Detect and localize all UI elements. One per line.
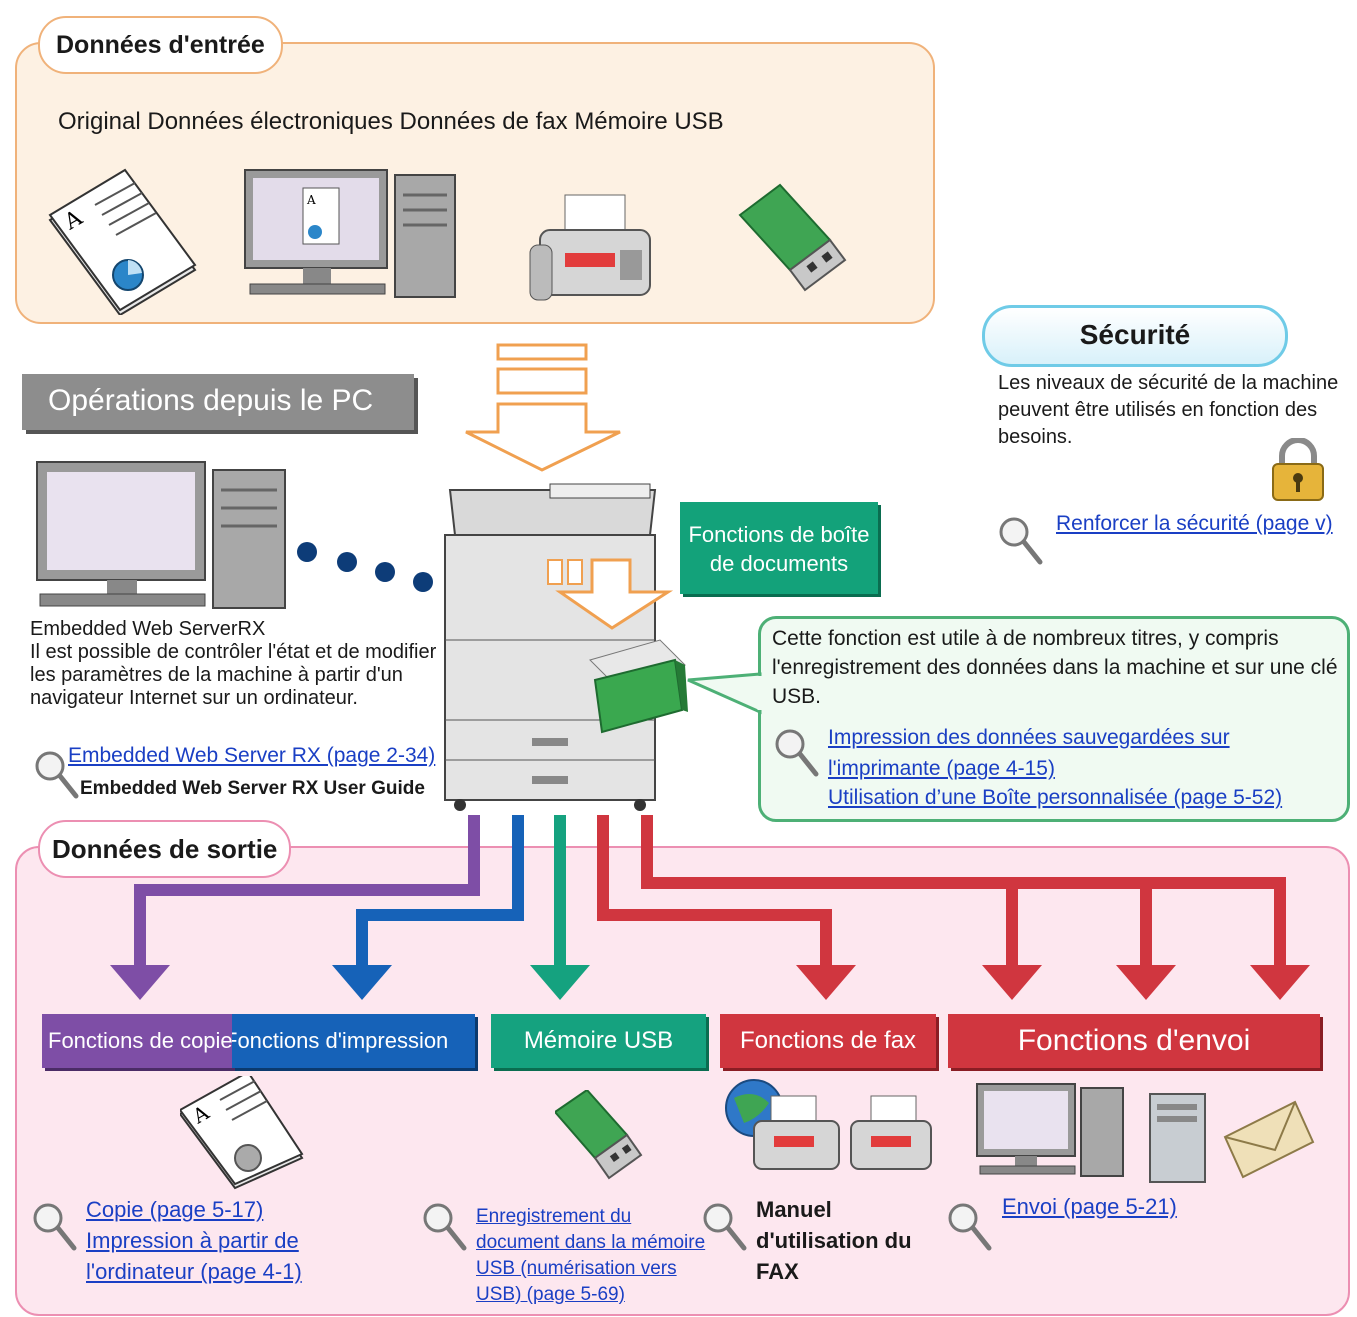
input-data-labels: Original Données électroniques Données d… bbox=[58, 108, 724, 135]
send-flow-arrow bbox=[641, 815, 1286, 965]
document-box-icon bbox=[589, 639, 688, 734]
usb-link-line4[interactable]: USB) (page 5-69) bbox=[476, 1284, 625, 1305]
security-description: Les niveaux de sécurité de la machine pe… bbox=[998, 372, 1339, 448]
ews-description-block: Embedded Web ServerRX Il est possible de… bbox=[30, 618, 440, 710]
print-flow-arrow bbox=[356, 815, 524, 965]
output-data-title: Données de sortie bbox=[38, 820, 292, 878]
magnifier-icon bbox=[33, 1203, 77, 1251]
fax-functions-label: Fonctions de fax bbox=[739, 1027, 917, 1054]
usb-memory-bar[interactable]: Mémoire USB bbox=[491, 1014, 706, 1068]
magnifier-icon bbox=[35, 751, 79, 799]
usb-memory-label: Mémoire USB bbox=[523, 1027, 674, 1054]
fax-icon bbox=[753, 1095, 840, 1170]
fax-flow-arrow bbox=[597, 815, 832, 965]
document-box-description: Cette fonction est utile à de nombreux t… bbox=[772, 627, 1338, 708]
document-box-link-print-line2[interactable]: l'imprimante (page 4-15) bbox=[828, 757, 1055, 780]
print-link-line2[interactable]: l'ordinateur (page 4-1) bbox=[86, 1259, 302, 1284]
send-functions-bar[interactable]: Fonctions d'envoi bbox=[948, 1014, 1320, 1068]
send-functions-label: Fonctions d'envoi bbox=[1017, 1024, 1251, 1057]
output-flow-arrows bbox=[110, 815, 1310, 1000]
connection-dots-icon bbox=[297, 542, 433, 592]
document-box-link-custom-box[interactable]: Utilisation d’une Boîte personnalisée (p… bbox=[828, 786, 1283, 809]
ews-title: Embedded Web ServerRX bbox=[30, 618, 266, 640]
pc-operations-title: Opérations depuis le PC bbox=[22, 374, 414, 430]
input-icons: A A bbox=[48, 168, 847, 315]
usb-link-line1[interactable]: Enregistrement du bbox=[476, 1206, 632, 1227]
document-box-label-line1: Fonctions de boîte bbox=[688, 522, 870, 547]
output-usb-illustration bbox=[555, 1090, 643, 1180]
computer-icon: A bbox=[244, 169, 456, 298]
copy-flow-arrow bbox=[134, 815, 480, 965]
envelope-icon bbox=[1223, 1100, 1315, 1179]
fax-manual-reference: Manuel d'utilisation du FAX bbox=[756, 1194, 912, 1287]
magnifier-icon bbox=[775, 729, 819, 777]
multifunction-printer-illustration bbox=[444, 483, 688, 811]
ews-guide: Embedded Web Server RX User Guide bbox=[80, 778, 425, 799]
output-fax-illustration bbox=[725, 1079, 932, 1170]
computer-icon bbox=[36, 461, 286, 609]
document-box-label-line2: de documents bbox=[709, 551, 849, 576]
callout-pointer bbox=[687, 672, 763, 715]
magnifier-icon bbox=[423, 1203, 467, 1251]
fax-icon bbox=[850, 1095, 932, 1170]
padlock-icon bbox=[1272, 438, 1324, 501]
usb-scan-link[interactable]: Enregistrement du document dans la mémoi… bbox=[476, 1204, 705, 1308]
print-link-line1[interactable]: Impression à partir de bbox=[86, 1228, 299, 1253]
copy-functions-label: Fonctions de copie bbox=[48, 1028, 233, 1053]
copy-functions-bar[interactable]: Fonctions de copie bbox=[42, 1014, 237, 1068]
fax-manual-line1: Manuel bbox=[756, 1197, 832, 1222]
send-link[interactable]: Envoi (page 5-21) bbox=[1002, 1194, 1177, 1219]
fax-manual-line3: FAX bbox=[756, 1259, 799, 1284]
print-functions-bar[interactable]: Fonctions d'impression bbox=[232, 1014, 475, 1068]
document-box-callout bbox=[758, 616, 1350, 822]
magnifier-icon bbox=[999, 517, 1043, 565]
document-icon: A bbox=[180, 1076, 304, 1190]
server-icon bbox=[1149, 1093, 1206, 1183]
document-box-link-print[interactable]: Impression des données sauvegardées sur … bbox=[828, 722, 1230, 784]
magnifier-icon bbox=[948, 1203, 992, 1251]
copy-link[interactable]: Copie (page 5-17) bbox=[86, 1197, 264, 1222]
usb-link-line2[interactable]: document dans la mémoire bbox=[476, 1232, 706, 1253]
ews-link[interactable]: Embedded Web Server RX (page 2-34) bbox=[68, 744, 436, 767]
usb-icon bbox=[738, 183, 847, 292]
computer-icon bbox=[976, 1083, 1124, 1177]
security-title: Sécurité bbox=[982, 305, 1288, 367]
security-link[interactable]: Renforcer la sécurité (page v) bbox=[1056, 512, 1333, 535]
input-data-title: Données d'entrée bbox=[38, 16, 283, 74]
document-icon: A bbox=[48, 168, 197, 315]
magnifier-icon bbox=[703, 1203, 747, 1251]
pc-computer-illustration bbox=[36, 461, 433, 609]
output-document-illustration: A bbox=[180, 1076, 304, 1190]
svg-text:A: A bbox=[306, 193, 316, 207]
document-box-link-print-line1[interactable]: Impression des données sauvegardées sur bbox=[828, 726, 1230, 749]
input-flow-arrow bbox=[465, 343, 621, 472]
usb-link-line3[interactable]: USB (numérisation vers bbox=[476, 1258, 677, 1279]
fax-functions-bar[interactable]: Fonctions de fax bbox=[720, 1014, 936, 1068]
copy-print-links: Copie (page 5-17) Impression à partir de… bbox=[86, 1194, 302, 1287]
fax-icon bbox=[529, 194, 651, 301]
ews-description: Il est possible de contrôler l'état et d… bbox=[30, 641, 437, 709]
document-box-functions-label: Fonctions de boîte de documents bbox=[680, 502, 878, 594]
print-functions-label: Fonctions d'impression bbox=[232, 1028, 449, 1053]
fax-manual-line2: d'utilisation du bbox=[756, 1228, 912, 1253]
output-send-illustration bbox=[976, 1083, 1315, 1183]
usb-icon bbox=[555, 1090, 643, 1180]
